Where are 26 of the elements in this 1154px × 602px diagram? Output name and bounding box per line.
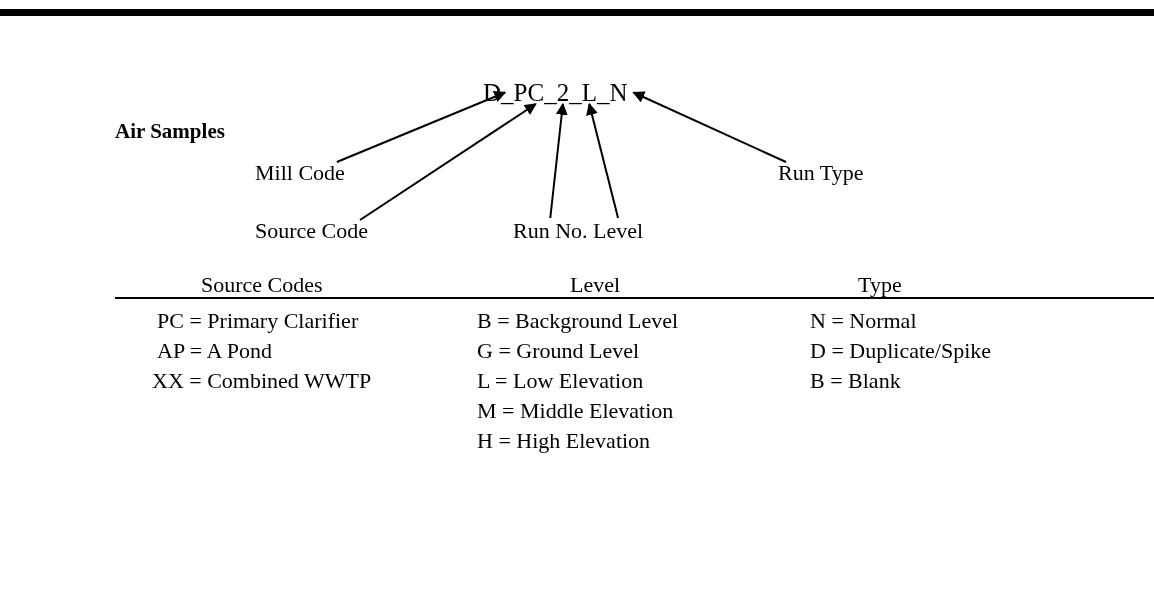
- part-label: Run Type: [778, 160, 864, 186]
- code-definition: B = Blank: [810, 368, 901, 394]
- code-definition: M = Middle Elevation: [477, 398, 674, 424]
- code-definition: D = Duplicate/Spike: [810, 338, 992, 364]
- part-label: Source Code: [255, 218, 369, 244]
- sample-code: D_PC_2_L_N: [483, 80, 628, 106]
- code-definition: L = Low Elevation: [477, 368, 644, 394]
- code-definition: H = High Elevation: [477, 428, 651, 454]
- code-definition: G = Ground Level: [477, 338, 640, 364]
- code-definition: N = Normal: [810, 308, 917, 334]
- leader-arrow: [549, 102, 568, 219]
- code-definition: B = Background Level: [477, 308, 679, 334]
- code-definition: AP = A Pond: [157, 338, 272, 364]
- leader-arrow: [359, 103, 537, 221]
- part-label: Level: [593, 218, 644, 244]
- column-header: Type: [858, 272, 902, 298]
- leader-arrow: [335, 91, 507, 163]
- leader-arrow: [632, 91, 787, 163]
- part-label: Mill Code: [255, 160, 345, 186]
- column-header: Level: [570, 272, 621, 298]
- heading: Air Samples: [115, 118, 225, 144]
- column-header: Source Codes: [201, 272, 323, 298]
- code-definition: PC = Primary Clarifier: [157, 308, 359, 334]
- code-definition: XX = Combined WWTP: [152, 368, 372, 394]
- leader-arrow: [586, 102, 620, 219]
- part-label: Run No.: [513, 218, 588, 244]
